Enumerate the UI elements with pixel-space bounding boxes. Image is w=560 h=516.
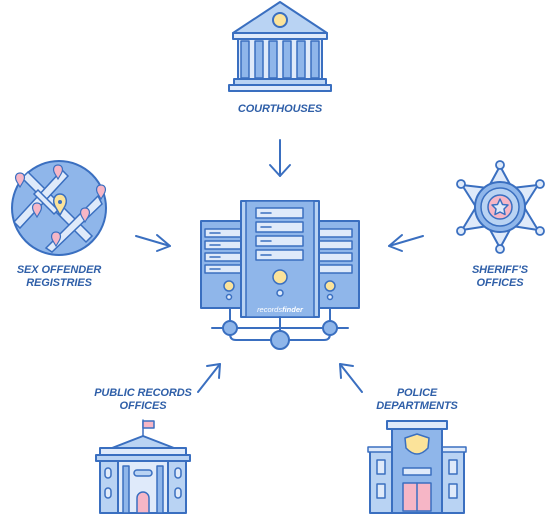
arrow-from-public-records-offices <box>197 363 221 393</box>
label-courthouses: COURTHOUSES <box>237 103 323 115</box>
sheriff-star-icon <box>456 160 545 254</box>
arrow-from-courthouses <box>269 139 291 177</box>
label-sex-offender-registries: SEX OFFENDER REGISTRIES <box>16 264 102 289</box>
arrow-from-police-departments <box>339 363 363 393</box>
courthouse-icon <box>228 1 332 92</box>
police-station-icon <box>367 420 467 514</box>
label-sheriffs-offices: SHERIFF'S OFFICES <box>471 264 529 289</box>
arrow-from-sex-offender-registries <box>135 234 171 252</box>
map-pins-icon <box>11 160 107 256</box>
label-police-departments: POLICE DEPARTMENTS <box>376 387 458 412</box>
brand-logo: recordsfinder <box>257 305 304 314</box>
server-icon: recordsfinder <box>200 200 360 350</box>
arrow-from-sheriffs-offices <box>388 234 424 252</box>
label-public-records-offices: PUBLIC RECORDS OFFICES <box>94 387 192 412</box>
government-building-icon <box>95 419 191 514</box>
